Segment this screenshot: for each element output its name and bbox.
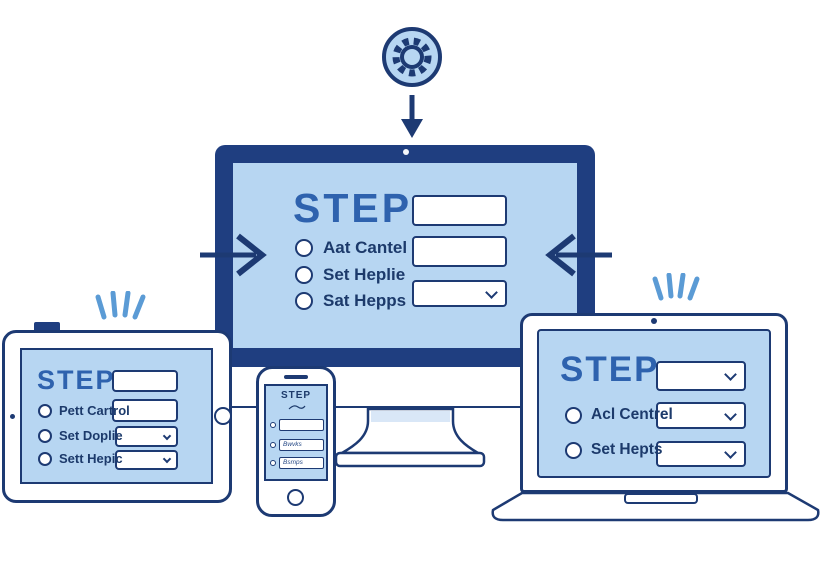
radio-button[interactable] <box>38 451 52 466</box>
monitor-radio-row: Aat Cantel <box>295 238 407 258</box>
radio-button[interactable] <box>565 441 582 459</box>
phone-home-button[interactable] <box>287 489 304 506</box>
tablet-dropdown-2[interactable] <box>115 450 178 470</box>
monitor-stand <box>334 407 486 468</box>
phone-step-title: STEP <box>280 390 312 401</box>
tablet-camera-dot <box>10 414 15 419</box>
radio-label: Aat Cantel <box>323 238 408 257</box>
chevron-down-icon <box>724 407 737 421</box>
radio-label: Pett Cartrol <box>59 403 130 418</box>
monitor-input-2[interactable] <box>412 236 507 267</box>
radio-button[interactable] <box>295 239 313 257</box>
monitor-dropdown[interactable] <box>412 280 507 307</box>
laptop-dropdown-3[interactable] <box>656 441 746 467</box>
arrow-left-into-screen-icon <box>545 233 612 277</box>
radio-label: Sett Hepic <box>59 451 123 466</box>
tablet-step-title: STEP· <box>37 365 127 395</box>
phone-speaker <box>284 375 308 379</box>
radio-button[interactable] <box>38 428 52 443</box>
laptop-radio-row: Set Hepts <box>565 441 663 459</box>
tablet-power-button <box>34 322 60 332</box>
tablet-input-1[interactable] <box>112 370 178 392</box>
phone-input-3[interactable]: Bsmps <box>279 457 324 469</box>
chevron-down-icon <box>724 368 737 381</box>
tablet-input-2[interactable] <box>112 399 178 422</box>
radio-label: Set Heplie <box>323 265 406 284</box>
gear-icon <box>382 27 442 87</box>
monitor-camera-dot <box>403 149 409 155</box>
monitor-input-1[interactable] <box>412 195 507 226</box>
sparkle-rays-icon <box>95 291 146 320</box>
radio-label: Set Doplie <box>59 428 123 443</box>
arrow-down-icon <box>401 95 423 138</box>
radio-button[interactable] <box>270 442 276 448</box>
monitor-radio-row: Set Heplie <box>295 265 405 285</box>
laptop-base <box>491 491 820 522</box>
laptop-radio-row: Acl Centrel <box>565 406 673 424</box>
radio-button[interactable] <box>565 406 582 424</box>
radio-label: Acl Centrel <box>591 406 673 423</box>
tablet-dropdown-1[interactable] <box>115 426 178 447</box>
radio-button[interactable] <box>270 460 276 466</box>
laptop-dropdown-2[interactable] <box>656 402 746 429</box>
tablet-radio-row: Pett Cartrol <box>38 403 130 418</box>
radio-button[interactable] <box>295 292 313 310</box>
monitor-radio-row: Sat Hepps <box>295 291 406 311</box>
laptop-camera-dot <box>651 318 657 324</box>
radio-button[interactable] <box>295 266 313 284</box>
chevron-down-icon <box>485 285 498 299</box>
tablet-radio-row: Set Doplie <box>38 428 123 443</box>
sparkle-rays-icon <box>652 273 700 301</box>
chevron-down-icon <box>162 431 172 440</box>
laptop-dropdown-1[interactable] <box>656 361 746 391</box>
radio-label: Set Hepts <box>591 441 663 458</box>
phone-input-2[interactable]: Bwvks <box>279 439 324 451</box>
radio-button[interactable] <box>270 422 276 428</box>
chevron-down-icon <box>162 454 172 464</box>
chevron-down-icon <box>724 446 737 459</box>
monitor-step-title: STEP: <box>293 185 429 231</box>
monitor-screen <box>233 163 577 348</box>
tablet-radio-row: Sett Hepic <box>38 451 123 466</box>
arrow-right-into-screen-icon <box>200 233 267 277</box>
laptop-step-title: STEP· <box>560 350 674 389</box>
phone-input-1[interactable] <box>279 419 324 431</box>
radio-label: Sat Hepps <box>323 291 407 310</box>
underline-flourish-icon <box>288 405 306 410</box>
radio-button[interactable] <box>38 403 52 418</box>
tablet-home-button[interactable] <box>214 407 232 425</box>
